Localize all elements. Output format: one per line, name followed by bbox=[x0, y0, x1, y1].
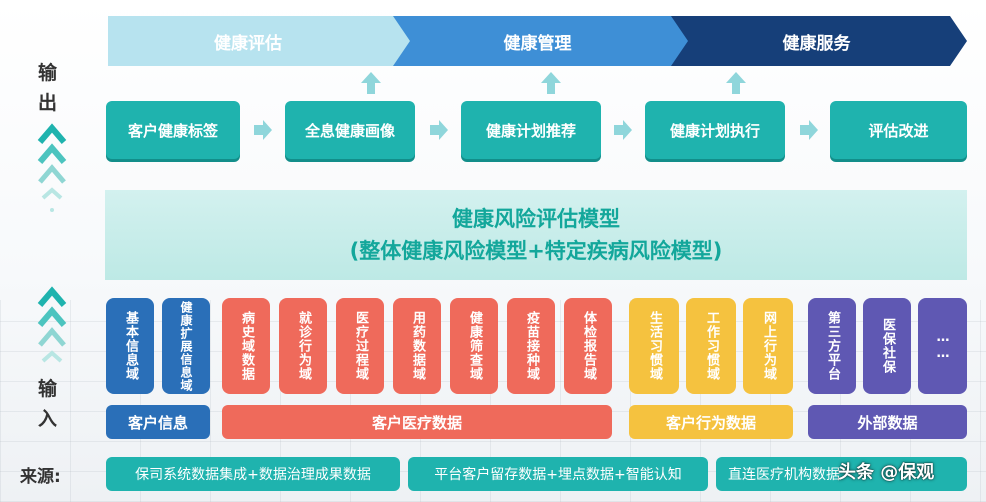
right-arrow-icon bbox=[614, 120, 632, 140]
chevrons-up-icon bbox=[37, 123, 67, 212]
up-arrow-icon bbox=[726, 72, 746, 94]
watermark: 头条 @保观 bbox=[838, 462, 935, 483]
data-card-online-behavior: 网上行为域 bbox=[743, 298, 793, 394]
process-step-2: 全息健康画像 bbox=[285, 101, 415, 159]
risk-model-band: 健康风险评估模型 (整体健康风险模型+特定疾病风险模型) bbox=[105, 190, 967, 280]
chevron-shapes bbox=[108, 16, 967, 66]
data-card-more: …… bbox=[918, 298, 967, 394]
data-card-checkup-report: 体检报告域 bbox=[564, 298, 612, 394]
model-title: 健康风险评估模型 bbox=[452, 207, 620, 231]
right-arrow-icon bbox=[430, 120, 448, 140]
data-card-medical-process: 医疗过程域 bbox=[336, 298, 384, 394]
process-step-5: 评估改进 bbox=[830, 101, 967, 159]
data-card-health-screening: 健康筛查域 bbox=[450, 298, 498, 394]
up-arrow-icon bbox=[361, 72, 381, 94]
data-card-medication: 用药数据域 bbox=[393, 298, 441, 394]
chevron-stage-3-shape bbox=[671, 16, 967, 66]
data-card-work-habits: 工作习惯域 bbox=[686, 298, 736, 394]
source-label: 来源: bbox=[20, 467, 61, 487]
output-label-2: 出 bbox=[38, 92, 58, 114]
process-step-1: 客户健康标签 bbox=[106, 101, 240, 159]
data-card-visit-behavior: 就诊行为域 bbox=[279, 298, 327, 394]
stage-1-label: 健康评估 bbox=[214, 33, 282, 54]
model-subtitle: (整体健康风险模型+特定疾病风险模型) bbox=[349, 239, 723, 263]
data-card-medical-insurance: 医保社保 bbox=[863, 298, 911, 394]
process-step-3: 健康计划推荐 bbox=[461, 101, 601, 159]
source-item-2: 平台客户留存数据+埋点数据+智能认知 bbox=[408, 457, 708, 491]
data-card-medical-history: 病史域数据 bbox=[222, 298, 270, 394]
stage-3-label: 健康服务 bbox=[782, 33, 851, 54]
chevron-stage-1-shape bbox=[108, 16, 412, 66]
data-card-third-party: 第三方平台 bbox=[808, 298, 856, 394]
chevron-stage-2-shape bbox=[393, 16, 690, 66]
process-step-4: 健康计划执行 bbox=[645, 101, 785, 159]
up-arrow-icon bbox=[541, 72, 561, 94]
category-external-data: 外部数据 bbox=[808, 405, 967, 439]
stage-2-label: 健康管理 bbox=[503, 33, 572, 54]
data-card-vaccination: 疫苗接种域 bbox=[507, 298, 555, 394]
category-customer-info: 客户信息 bbox=[106, 405, 210, 439]
data-card-living-habits: 生活习惯域 bbox=[629, 298, 679, 394]
source-item-3: 直连医疗机构数据 bbox=[716, 457, 967, 491]
category-behavior-data: 客户行为数据 bbox=[629, 405, 793, 439]
right-arrow-icon bbox=[254, 120, 272, 140]
input-label-2: 入 bbox=[38, 408, 58, 430]
data-card-health-extended: 健康扩展信息域 bbox=[162, 298, 210, 394]
source-item-1: 保司系统数据集成+数据治理成果数据 bbox=[106, 457, 400, 491]
category-medical-data: 客户医疗数据 bbox=[222, 405, 612, 439]
data-card-basic-info: 基本信息域 bbox=[106, 298, 154, 394]
input-label-1: 输 bbox=[38, 378, 58, 400]
right-arrow-icon bbox=[800, 120, 818, 140]
chevrons-up-icon bbox=[37, 286, 67, 363]
output-label-1: 输 bbox=[38, 62, 58, 84]
stage-chevrons: 健康评估 健康管理 健康服务 bbox=[0, 0, 986, 70]
